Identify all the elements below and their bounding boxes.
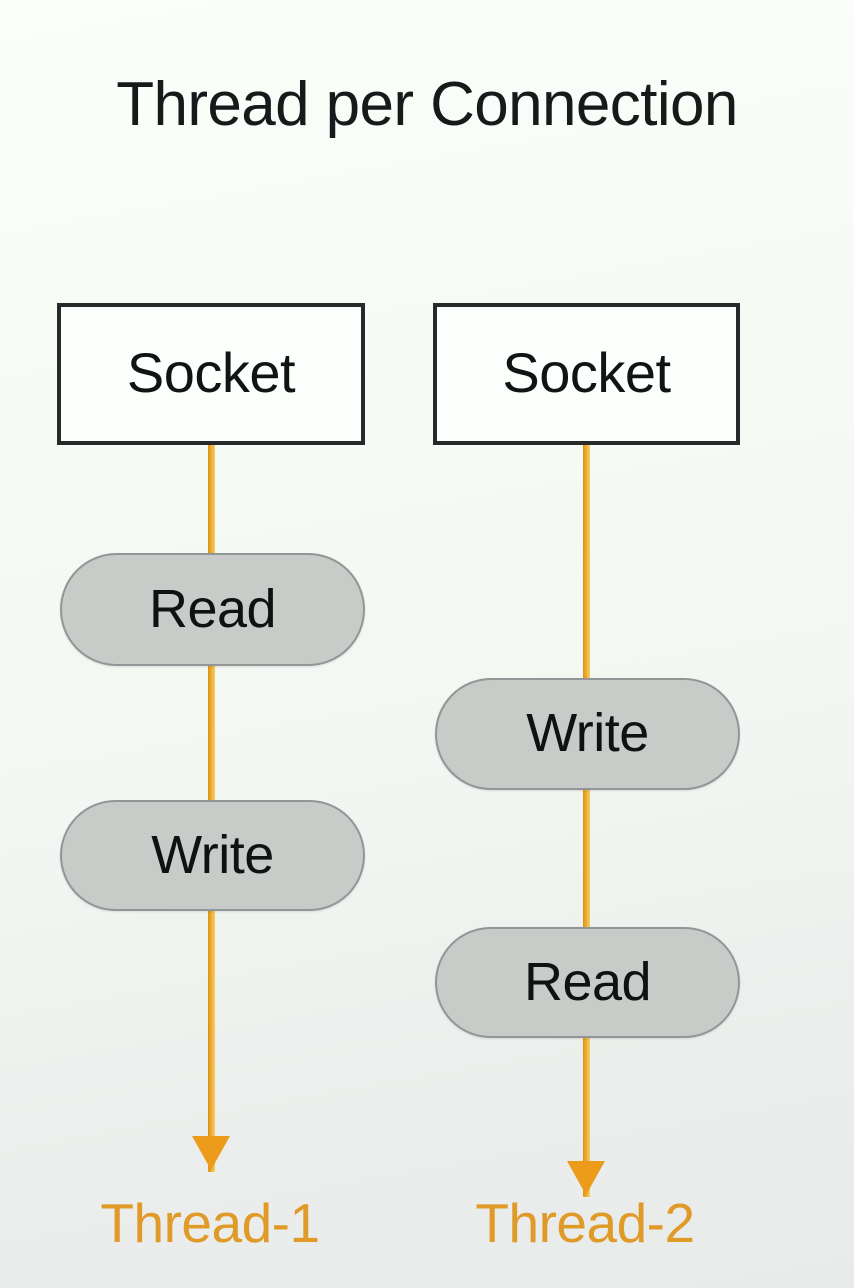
operation-label-read-thread-2: Read (523, 951, 652, 1012)
thread-label-2: Thread-2 (475, 1192, 695, 1254)
thread-column-2: Socket Write Read Thread-2 (375, 0, 795, 1288)
operation-pill-read-thread-1[interactable]: Read (60, 553, 365, 666)
flow-arrow-thread-1 (192, 1136, 230, 1170)
socket-box-thread-2[interactable]: Socket (433, 303, 740, 445)
operation-pill-write-thread-1[interactable]: Write (60, 800, 365, 911)
operation-label-write-thread-2: Write (526, 703, 649, 763)
thread-column-1: Socket Read Write Thread-1 (0, 0, 420, 1288)
socket-label-thread-2: Socket (502, 341, 671, 404)
operation-label-write-thread-1: Write (151, 824, 274, 885)
page-title: Thread per Connection (116, 70, 738, 139)
operation-label-read-thread-1: Read (148, 578, 277, 639)
operation-pill-read-thread-2[interactable]: Read (435, 927, 740, 1038)
flow-line-thread-2 (583, 440, 590, 1197)
socket-box-thread-1[interactable]: Socket (57, 303, 365, 445)
thread-label-1: Thread-1 (100, 1192, 320, 1254)
flow-arrow-thread-2 (567, 1161, 605, 1195)
socket-label-thread-1: Socket (126, 341, 296, 404)
operation-pill-write-thread-2[interactable]: Write (435, 678, 740, 790)
